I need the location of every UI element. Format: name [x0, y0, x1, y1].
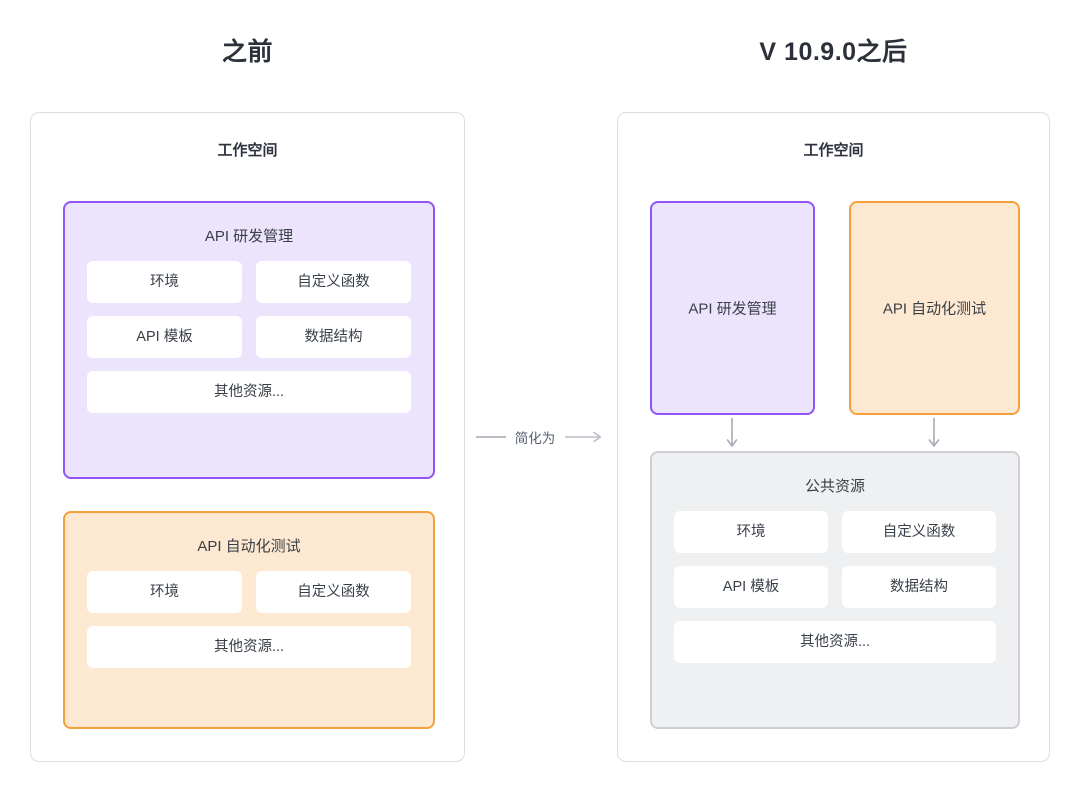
resource-chip-data-schema: 数据结构	[842, 566, 996, 608]
resource-chip-other-resources: 其他资源...	[674, 621, 996, 663]
card-public-resources: 公共资源 环境 自定义函数 API 模板 数据结构 其他资源...	[650, 451, 1020, 729]
resource-chip-data-schema: 数据结构	[256, 316, 411, 358]
resource-chip-environment: 环境	[674, 511, 828, 553]
resource-chip-custom-function: 自定义函数	[256, 571, 411, 613]
connector-label: 简化为	[514, 431, 556, 446]
resource-chip-custom-function: 自定义函数	[256, 261, 411, 303]
resource-chip-other-resources: 其他资源...	[87, 371, 411, 413]
arrow-down-icon	[928, 418, 940, 447]
resource-chip-custom-function: 自定义函数	[842, 511, 996, 553]
resource-chip-environment: 环境	[87, 571, 242, 613]
resource-chip-api-template: API 模板	[87, 316, 242, 358]
resource-chip-environment: 环境	[87, 261, 242, 303]
column-title-after: V 10.9.0之后	[759, 38, 908, 66]
resource-chip-group: 环境 自定义函数 API 模板 数据结构 其他资源...	[674, 511, 996, 663]
workspace-panel-before: 工作空间 API 研发管理 环境 自定义函数 API 模板 数据结构 其他资源.…	[30, 112, 465, 762]
card-api-automation-test-before: API 自动化测试 环境 自定义函数 其他资源...	[63, 511, 435, 729]
workspace-panel-after: 工作空间 API 研发管理 API 自动化测试 公共资源 环境 自定义函数 AP…	[617, 112, 1050, 762]
resource-chip-group: 环境 自定义函数 API 模板 数据结构 其他资源...	[87, 261, 411, 413]
workspace-label-before: 工作空间	[217, 142, 278, 159]
horizontal-line-icon	[475, 436, 506, 438]
resource-chip-other-resources: 其他资源...	[87, 626, 411, 668]
card-title: API 研发管理	[688, 300, 777, 318]
card-api-automation-test-after: API 自动化测试	[849, 201, 1020, 415]
card-api-dev-management-before: API 研发管理 环境 自定义函数 API 模板 数据结构 其他资源...	[63, 201, 435, 479]
card-api-dev-management-after: API 研发管理	[650, 201, 815, 415]
arrow-right-icon	[565, 431, 602, 443]
card-title: 公共资源	[804, 478, 865, 495]
card-title: API 研发管理	[204, 228, 294, 245]
workspace-label-after: 工作空间	[803, 142, 864, 159]
card-title: API 自动化测试	[882, 300, 987, 318]
card-title: API 自动化测试	[197, 538, 301, 555]
connector-simplified-to: 简化为	[465, 424, 617, 450]
resource-chip-api-template: API 模板	[674, 566, 828, 608]
column-title-before: 之前	[221, 38, 273, 66]
arrow-down-icon	[726, 418, 738, 447]
resource-chip-group: 环境 自定义函数 其他资源...	[87, 571, 411, 668]
